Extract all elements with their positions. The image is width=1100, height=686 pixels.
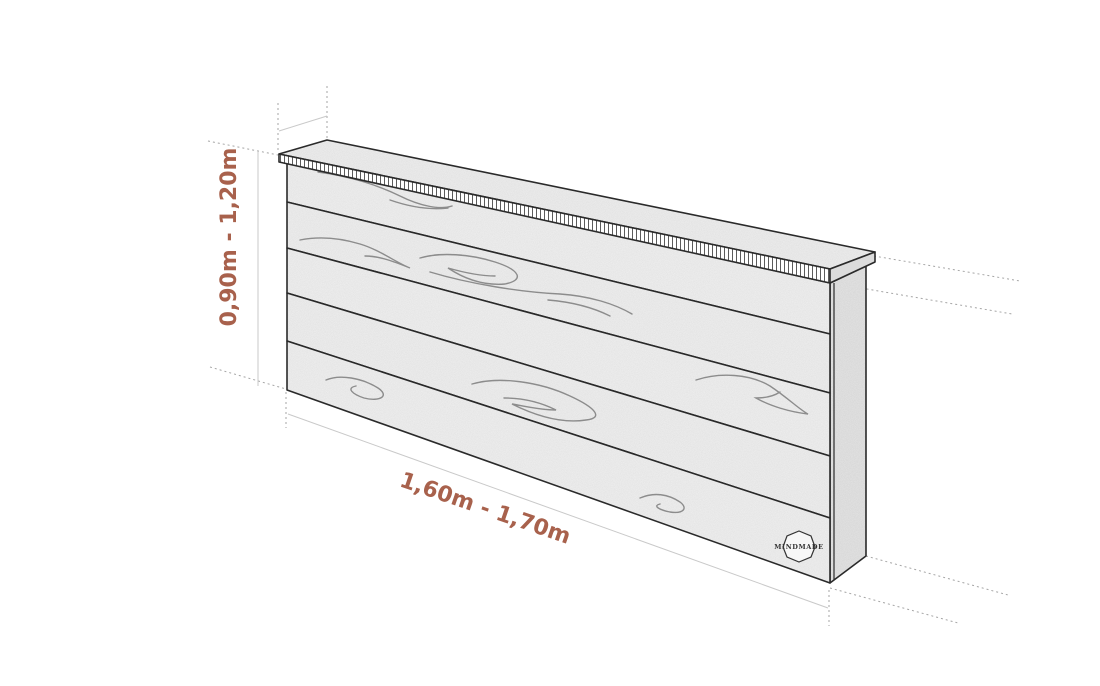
grain-board-4b [471, 379, 597, 422]
grain-board-5a [639, 493, 685, 514]
brand-logo-outline [782, 530, 816, 563]
guide-top-back-extension [873, 255, 1021, 282]
brand-logo-text: MINDMADE [774, 543, 823, 551]
grain-board-2d [547, 299, 611, 317]
grain-board-2c [429, 271, 633, 315]
grain-board-2b [419, 253, 518, 285]
grain-board-4a [325, 376, 384, 400]
grain-board-4c [695, 374, 809, 415]
height-dimension-label: 0,90m - 1,20m [217, 148, 242, 327]
grain-board-2a [299, 237, 411, 269]
guide-bottom-front-extension [829, 587, 959, 624]
side-panel-face-texture [830, 266, 866, 583]
grain-board-1b [389, 199, 449, 210]
guide-height-bottom [209, 366, 287, 390]
front-boards-texture [287, 162, 830, 583]
width-measurement-line [287, 413, 829, 609]
top-seat-surface-texture [279, 140, 875, 269]
depth-measurement-line [278, 115, 328, 132]
brand-logo: MINDMADE [774, 530, 823, 563]
side-panel [829, 265, 867, 584]
measurement-lines [257, 115, 829, 609]
guide-height-top [207, 140, 279, 156]
top-seat-side-edge [829, 251, 876, 284]
guide-bottom-back-extension [865, 555, 1009, 596]
top-seat [278, 139, 876, 284]
